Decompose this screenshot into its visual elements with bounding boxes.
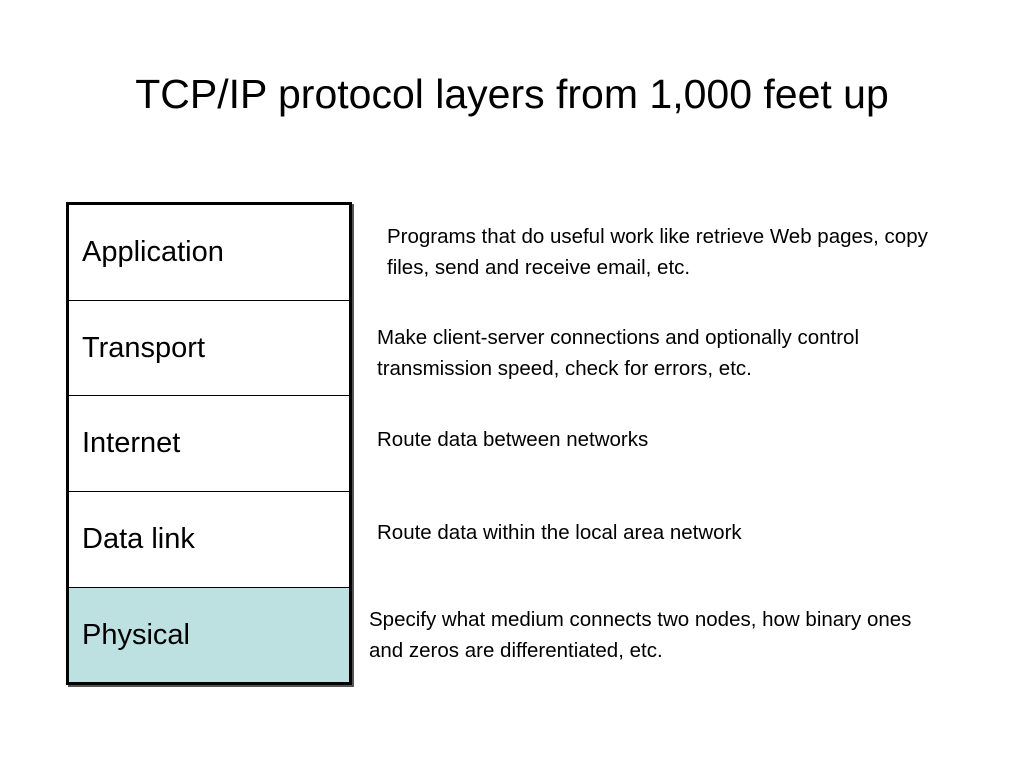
description-transport: Make client-server connections and optio… <box>377 326 860 380</box>
layer-data-link: Data link <box>69 492 349 588</box>
description-data-link: Route data within the local area network <box>377 521 742 544</box>
layer-label-data-link: Data link <box>82 523 195 555</box>
protocol-layer-stack: Application Transport Internet Data link… <box>66 202 352 685</box>
layer-physical: Physical <box>69 588 349 682</box>
layer-label-internet: Internet <box>82 427 181 459</box>
slide-title: TCP/IP protocol layers from 1,000 feet u… <box>135 71 889 117</box>
description-physical: Specify what medium connects two nodes, … <box>369 608 912 662</box>
layer-transport: Transport <box>69 301 349 396</box>
description-application: Programs that do useful work like retrie… <box>387 225 928 279</box>
layer-label-transport: Transport <box>82 331 206 364</box>
layer-internet: Internet <box>69 396 349 492</box>
description-internet: Route data between networks <box>377 428 649 451</box>
layer-label-application: Application <box>82 236 224 268</box>
layer-label-physical: Physical <box>82 618 190 651</box>
layer-application: Application <box>69 205 349 301</box>
